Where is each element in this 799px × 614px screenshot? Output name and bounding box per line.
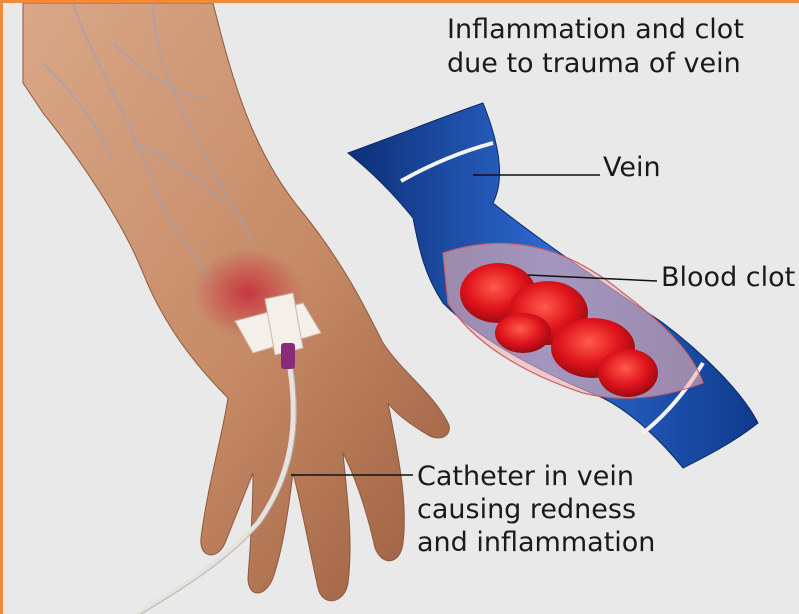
hand-illustration (23, 3, 449, 614)
diagram-title: Inflammation and clot due to trauma of v… (447, 13, 797, 81)
vein-label: Vein (603, 151, 661, 184)
catheter-label: Catheter in vein causing redness and inf… (417, 460, 717, 559)
blood-clot-label: Blood clot (661, 261, 795, 294)
